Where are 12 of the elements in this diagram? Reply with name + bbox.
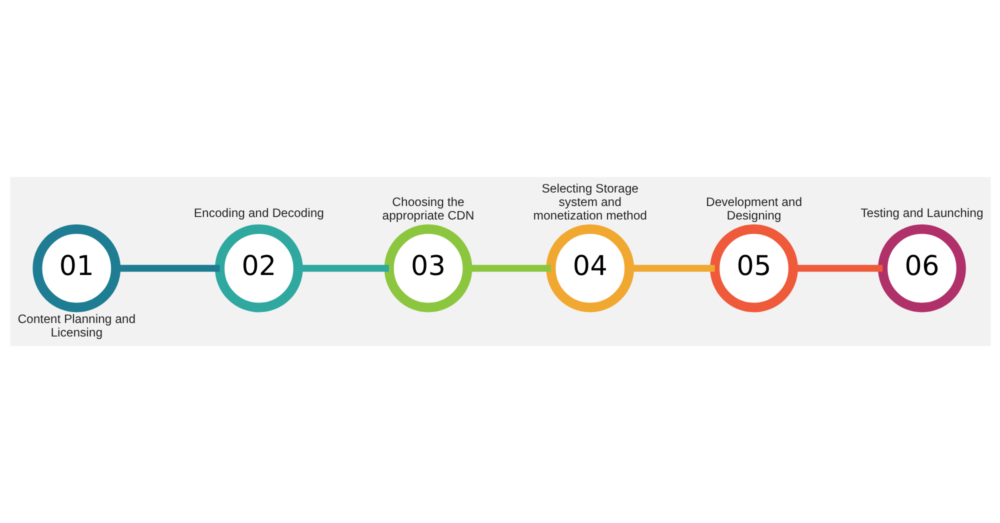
node-circle: 04 [546,224,634,312]
node-label: Testing and Launching [860,206,983,220]
node-label: Encoding and Decoding [193,206,324,220]
node-circle: 03 [384,224,472,312]
node-circle: 06 [878,224,966,312]
node-circle: 02 [214,224,302,312]
node-circle: 05 [710,224,798,312]
node-label: Choosing the appropriate CDN [382,194,474,223]
node-label: Content Planning and Licensing [17,312,136,340]
node-label: Development and Designing [705,194,802,223]
node-circle: 01 [32,224,120,312]
node-label: Selecting Storage system and monetization method [532,181,646,223]
